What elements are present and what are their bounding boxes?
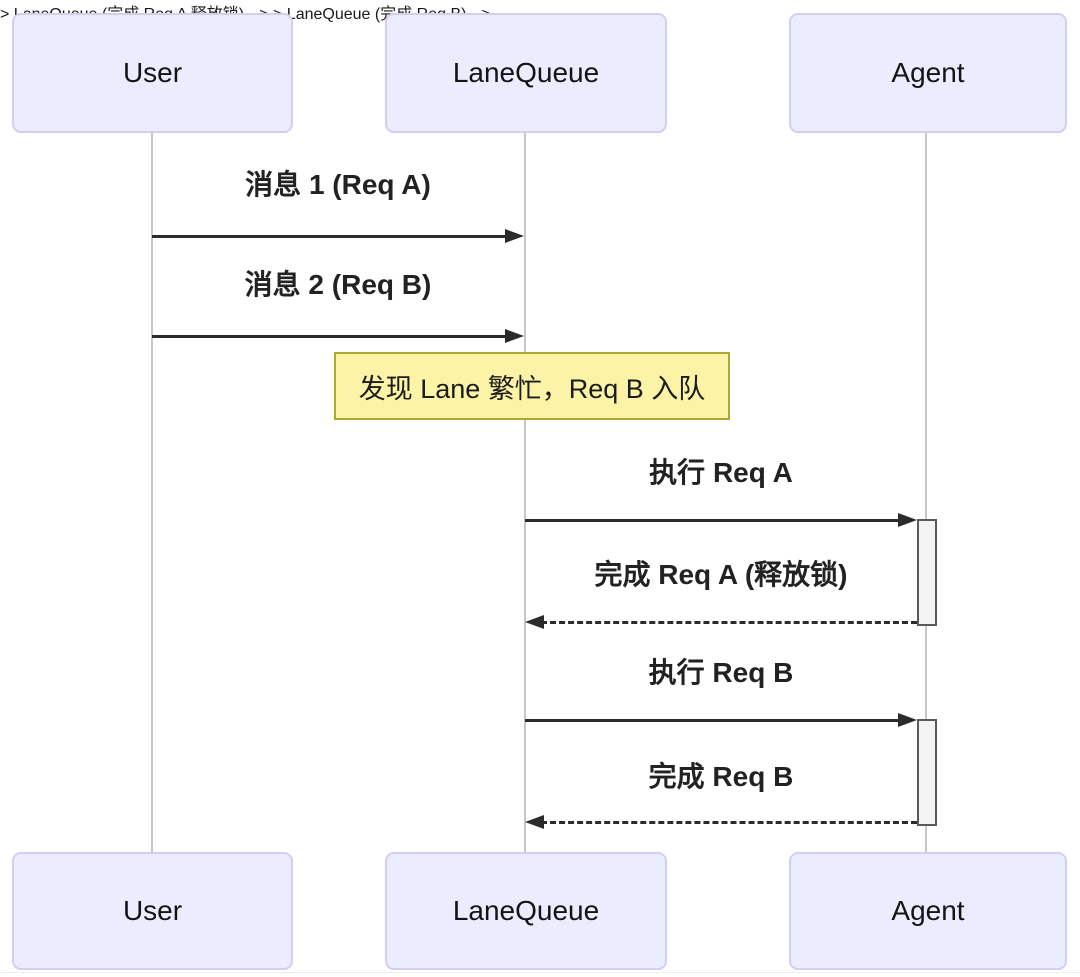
actor-label: Agent xyxy=(891,895,965,926)
page-bottom-edge xyxy=(0,972,1080,973)
message-arrow-6 xyxy=(525,815,917,829)
actor-bottom-agent: Agent xyxy=(789,852,1067,970)
lifeline-user xyxy=(151,133,153,852)
message-label-2: 消息 2 (Req B) xyxy=(244,269,432,300)
actor-label: User xyxy=(122,57,183,88)
arrow-line xyxy=(525,519,901,522)
message-label-5: 执行 Req B xyxy=(648,657,794,688)
message-arrow-5 xyxy=(525,713,917,727)
message-label-4: 完成 Req A (释放锁) xyxy=(594,559,848,590)
arrowhead-left-icon xyxy=(525,615,544,629)
lifeline-agent xyxy=(925,133,927,852)
actor-top-user: User xyxy=(12,13,293,133)
message-arrow-1 xyxy=(152,229,524,243)
actor-bottom-user: User xyxy=(12,852,293,970)
arrowhead-right-icon xyxy=(505,229,524,243)
arrow-line xyxy=(541,821,917,824)
actor-top-lanequeue: LaneQueue xyxy=(385,13,667,133)
activation-bar-req-a xyxy=(917,519,937,626)
arrowhead-right-icon xyxy=(505,329,524,343)
message-arrow-4 xyxy=(525,615,917,629)
actor-label: LaneQueue xyxy=(452,57,600,88)
message-arrow-3 xyxy=(525,513,917,527)
actor-label: Agent xyxy=(891,57,965,88)
arrow-line xyxy=(152,235,508,238)
activation-bar-req-b xyxy=(917,719,937,826)
message-arrow-2 xyxy=(152,329,524,343)
actor-bottom-lanequeue: LaneQueue xyxy=(385,852,667,970)
arrow-line xyxy=(541,621,917,624)
arrowhead-right-icon xyxy=(898,713,917,727)
note-over-lanequeue: 发现 Lane 繁忙，Req B 入队 xyxy=(334,352,730,420)
actor-label: User xyxy=(122,895,183,926)
arrowhead-right-icon xyxy=(898,513,917,527)
message-label-3: 执行 Req A xyxy=(649,457,793,488)
arrow-line xyxy=(152,335,508,338)
actor-label: LaneQueue xyxy=(452,895,600,926)
arrowhead-left-icon xyxy=(525,815,544,829)
arrow-line xyxy=(525,719,901,722)
message-label-1: 消息 1 (Req A) xyxy=(245,169,431,200)
lifeline-lanequeue xyxy=(524,133,526,852)
note-label: 发现 Lane 繁忙，Req B 入队 xyxy=(358,373,706,404)
message-label-6: 完成 Req B xyxy=(648,761,794,792)
actor-top-agent: Agent xyxy=(789,13,1067,133)
